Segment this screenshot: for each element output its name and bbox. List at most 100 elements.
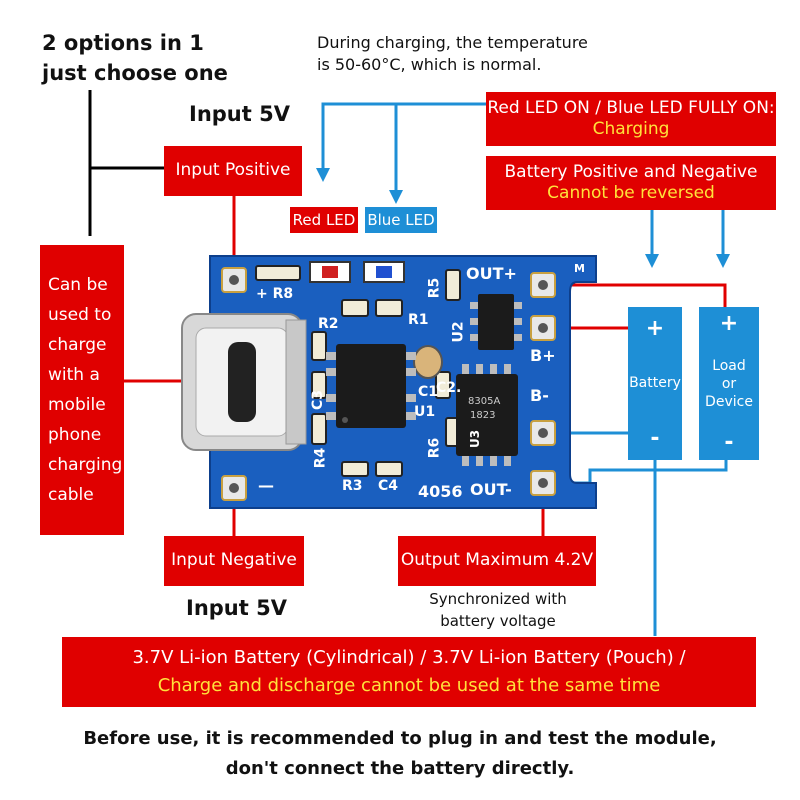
temperature-note: During charging, the temperature is 50-6… — [317, 32, 588, 76]
label-u1: U1 — [414, 404, 436, 420]
r2-part — [311, 331, 327, 361]
label-u3: U3 — [468, 429, 483, 449]
battery-plus: + — [645, 316, 665, 341]
label-c3: C3 — [310, 389, 327, 411]
r8-part — [255, 265, 301, 281]
input-positive-text: Input Positive — [175, 160, 291, 181]
output-sync-line-1: Synchronized with — [429, 590, 567, 608]
usage-note-box: Can be used to charge with a mobile phon… — [40, 245, 124, 535]
usage-note-line: cable — [48, 485, 94, 505]
label-c4: C4 — [378, 478, 399, 494]
red-led-text: Red LED — [292, 210, 356, 229]
label-b-minus: B- — [530, 386, 549, 405]
led-status-line-1: Red LED ON / Blue LED FULLY ON: — [487, 97, 775, 118]
label-minus: — — [258, 476, 274, 495]
input-negative-text: Input Negative — [171, 550, 297, 571]
led-status-line-2: Charging — [592, 119, 670, 139]
battery-negative-arrowhead — [716, 254, 730, 268]
blue-led-arrowhead — [389, 190, 403, 204]
output-max-box: Output Maximum 4.2V — [398, 536, 596, 586]
label-r5: R5 — [426, 277, 443, 299]
r3-part — [341, 461, 369, 477]
input-5v-bottom: Input 5V — [186, 596, 287, 620]
blue-led-die — [376, 266, 392, 278]
battery-polarity-line-1: Battery Positive and Negative — [504, 161, 758, 182]
footer-line-2: don't connect the battery directly. — [225, 758, 575, 779]
input-positive-label: Input Positive — [164, 146, 302, 196]
c3-part — [311, 371, 327, 399]
label-r4: R4 — [312, 447, 329, 469]
usage-note-line: charging — [48, 455, 123, 475]
blue-led-text: Blue LED — [367, 210, 435, 229]
label-c2: C2. — [436, 380, 462, 396]
usage-note-line: used to — [48, 305, 112, 325]
load-minus: - — [724, 430, 734, 455]
label-r1: R1 — [408, 312, 429, 328]
temperature-note-line-1: During charging, the temperature — [317, 33, 588, 52]
battery-types-line-1: 3.7V Li-ion Battery (Cylindrical) / 3.7V… — [132, 647, 686, 668]
input-negative-label: Input Negative — [164, 536, 304, 586]
u2-chip — [478, 294, 514, 350]
usage-note-line: phone — [48, 425, 102, 445]
u3-chip — [456, 374, 518, 456]
label-u2: U2 — [450, 321, 467, 343]
label-m: M — [574, 262, 585, 275]
label-r2: R2 — [318, 316, 339, 332]
red-led-pointer-line — [321, 102, 486, 170]
load-label-line: or — [721, 375, 737, 392]
battery-positive-arrowhead — [645, 254, 659, 268]
led-status-box: Red LED ON / Blue LED FULLY ON: Charging — [486, 92, 776, 146]
label-b-plus: B+ — [530, 346, 556, 365]
battery-types-banner: 3.7V Li-ion Battery (Cylindrical) / 3.7V… — [62, 637, 756, 707]
red-led-die — [322, 266, 338, 278]
heading-line-2: just choose one — [42, 61, 228, 85]
load-label-line: Load — [712, 357, 746, 374]
battery-types-line-2: Charge and discharge cannot be used at t… — [157, 675, 661, 696]
battery-minus: - — [650, 425, 660, 451]
usage-note-line: charge — [48, 335, 107, 355]
usage-note-line: Can be — [48, 275, 108, 295]
heading-line-1: 2 options in 1 — [42, 31, 204, 55]
footer-line-1: Before use, it is recommended to plug in… — [83, 728, 717, 749]
out-plus-to-load-wire — [543, 283, 727, 307]
r4-part — [311, 413, 327, 445]
c4-part — [375, 461, 403, 477]
r5-part — [445, 269, 461, 301]
blue-led-label: Blue LED — [365, 207, 437, 233]
u3-marking-1: 8305A — [468, 396, 501, 407]
battery-block: + Battery - — [628, 307, 682, 460]
heading: 2 options in 1 just choose one — [42, 28, 228, 88]
usage-note-line: with a — [48, 365, 100, 385]
label-r6: R6 — [426, 437, 443, 459]
footer-note: Before use, it is recommended to plug in… — [0, 724, 800, 784]
r1-part — [341, 299, 369, 317]
battery-polarity-box: Battery Positive and Negative Cannot be … — [486, 156, 776, 210]
input-5v-top: Input 5V — [189, 102, 290, 126]
usb-c-opening — [228, 342, 256, 422]
load-label: Load or Device — [705, 357, 753, 411]
battery-label: Battery — [629, 374, 681, 391]
label-r3: R3 — [342, 478, 363, 494]
output-sync-note: Synchronized with battery voltage — [400, 588, 596, 632]
label-out-plus: OUT+ — [466, 264, 517, 283]
output-max-text: Output Maximum 4.2V — [400, 550, 594, 571]
u1-chip — [336, 344, 406, 428]
load-plus: + — [719, 311, 739, 336]
red-led-label: Red LED — [290, 207, 358, 233]
u3-marking-2: 1823 — [470, 410, 496, 421]
red-led-arrowhead — [316, 168, 330, 182]
output-sync-line-2: battery voltage — [440, 612, 556, 630]
load-label-line: Device — [705, 393, 753, 410]
label-out-minus: OUT- — [470, 480, 512, 499]
c2-part — [435, 371, 451, 399]
label-r8: + R8 — [256, 286, 294, 302]
usage-note-line: mobile — [48, 395, 106, 415]
temperature-note-line-2: is 50-60°C, which is normal. — [317, 55, 542, 74]
load-block: + Load or Device - — [699, 307, 759, 460]
c1-capacitor — [413, 345, 443, 379]
label-model: 4056 — [418, 482, 463, 501]
label-c1: C1 — [418, 384, 439, 400]
battery-polarity-line-2: Cannot be reversed — [547, 183, 715, 203]
